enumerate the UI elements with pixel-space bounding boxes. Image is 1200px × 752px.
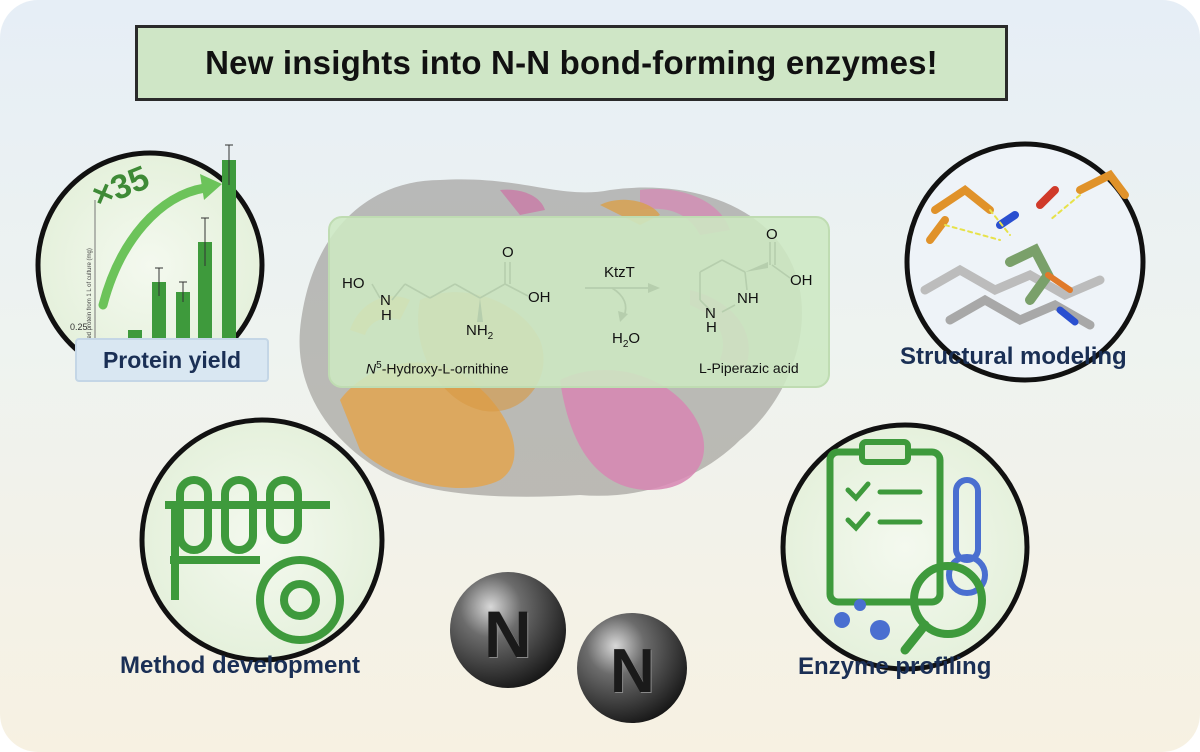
sphere-letter-left: N xyxy=(484,597,532,671)
byproduct-water: H2O xyxy=(612,330,641,350)
atom-nh2: NH2 xyxy=(466,322,494,342)
atom-oh-substrate: OH xyxy=(528,289,551,306)
atom-o-product: O xyxy=(766,226,778,243)
label-protein-yield: Protein yield xyxy=(75,338,269,382)
sphere-letter-right: N xyxy=(610,637,655,706)
panel-circle-enzyme-profiling xyxy=(780,422,1030,672)
label-method-development: Method development xyxy=(120,652,361,679)
yield-tick-label: 0.25 xyxy=(70,322,88,332)
enzyme-name: KtzT xyxy=(604,264,635,281)
title-banner: New insights into N-N bond-forming enzym… xyxy=(135,25,1008,101)
atom-ho: HO xyxy=(342,275,365,292)
reaction-scheme xyxy=(328,216,830,388)
page-title: New insights into N-N bond-forming enzym… xyxy=(205,44,938,81)
atom-o-substrate: O xyxy=(502,244,514,261)
product-name: L-Piperazic acid xyxy=(699,360,799,376)
label-enzyme-profiling: Enzyme profiling xyxy=(798,653,992,680)
atom-h-product: H xyxy=(706,319,717,336)
atom-oh-product: OH xyxy=(790,272,813,289)
yield-axis-label: Isolated protein from 1 L of culture (mg… xyxy=(87,248,93,353)
clipboard-thermometer-icon xyxy=(826,439,988,655)
atom-n-product: N xyxy=(705,305,716,322)
nn-spheres xyxy=(450,572,687,723)
substrate-name: N5-Hydroxy-L-ornithine xyxy=(366,360,509,377)
heme-stick-model xyxy=(920,169,1129,330)
test-tubes-gear-icon xyxy=(165,476,344,644)
atom-h-substrate: H xyxy=(381,307,392,324)
label-structural-modeling: Structural modeling xyxy=(900,343,1127,370)
atom-nh-product: NH xyxy=(737,290,759,307)
atom-n-substrate: N xyxy=(380,292,391,309)
